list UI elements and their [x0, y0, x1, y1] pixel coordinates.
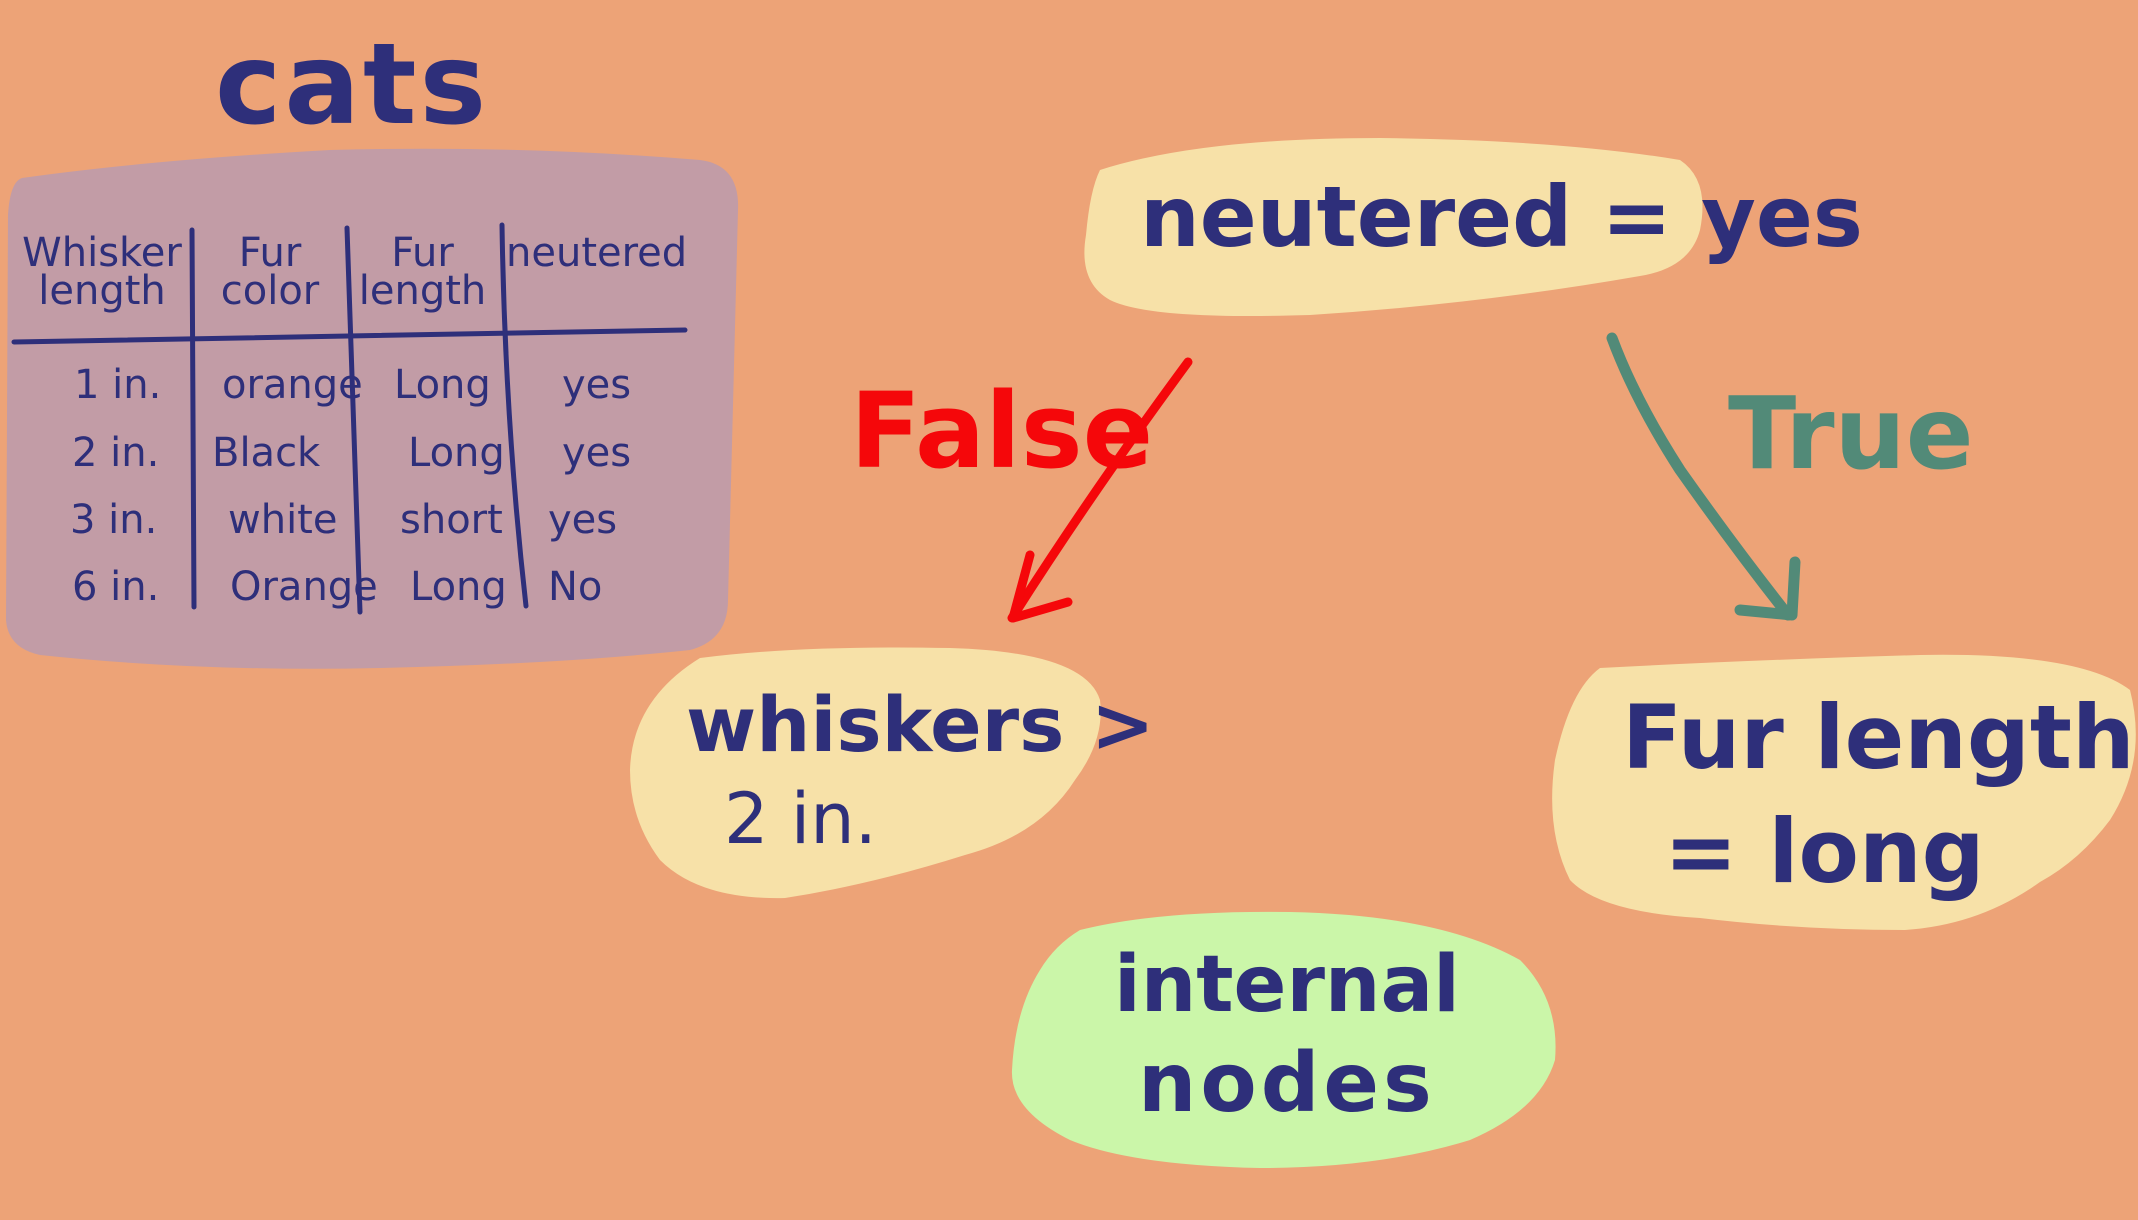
- caption-shape: [1011, 911, 1556, 1168]
- table-cell: Long: [394, 362, 491, 408]
- table-cell: yes: [548, 497, 618, 543]
- table-header-neutered: neutered: [506, 230, 688, 276]
- left-node-label-line1: whiskers >: [686, 680, 1155, 769]
- table-cell: yes: [562, 430, 632, 476]
- table-header-whisker-length: Whisker length: [16, 230, 188, 314]
- table-cell: No: [548, 564, 603, 610]
- header-line: Fur: [238, 230, 302, 276]
- caption-label-line1: internal: [1114, 940, 1460, 1030]
- table-title: cats: [215, 20, 490, 150]
- header-line: length: [38, 268, 166, 314]
- header-line: color: [220, 268, 320, 314]
- table-cell: 2 in.: [72, 430, 160, 476]
- table-grid: [11, 222, 688, 615]
- table-cell: orange: [222, 362, 363, 408]
- table-header-fur-color: Fur color: [200, 230, 340, 314]
- table-cell: 6 in.: [72, 564, 160, 610]
- header-line: neutered: [506, 230, 688, 276]
- false-edge-arrow: [1007, 357, 1193, 623]
- table-cell: Black: [212, 430, 321, 476]
- table-col-divider-2: [344, 225, 363, 615]
- table-cell: short: [400, 497, 503, 543]
- table-header-fur-length: Fur length: [350, 230, 495, 314]
- table-cell: Long: [408, 430, 505, 476]
- right-node-label-line1: Fur length: [1622, 686, 2135, 789]
- table-cell: Orange: [230, 564, 378, 610]
- table-background: [6, 148, 739, 669]
- header-line: length: [358, 268, 487, 314]
- table-col-divider-1: [189, 227, 197, 610]
- true-edge-arrow: [1606, 332, 1801, 621]
- table-cell: white: [228, 497, 338, 543]
- table-col-divider-3: [499, 222, 529, 609]
- root-node-shape: [1084, 138, 1703, 316]
- right-node-label-line2: = long: [1664, 800, 1985, 903]
- left-node-label-line2: 2 in.: [724, 778, 877, 860]
- false-edge-label: False: [850, 370, 1154, 492]
- table-cell: 3 in.: [70, 497, 158, 543]
- table-cell: 1 in.: [74, 362, 162, 408]
- left-node-shape: [630, 647, 1101, 899]
- true-edge-label: True: [1728, 375, 1974, 492]
- root-node-label: neutered = yes: [1140, 168, 1863, 266]
- caption-label-line2: nodes: [1138, 1036, 1436, 1131]
- header-line: Fur: [391, 230, 454, 276]
- table-cell: Long: [410, 564, 507, 610]
- table-cell: yes: [562, 362, 632, 408]
- table-header-rule: [11, 327, 688, 345]
- right-node-shape: [1552, 654, 2136, 930]
- header-line: Whisker: [22, 230, 182, 276]
